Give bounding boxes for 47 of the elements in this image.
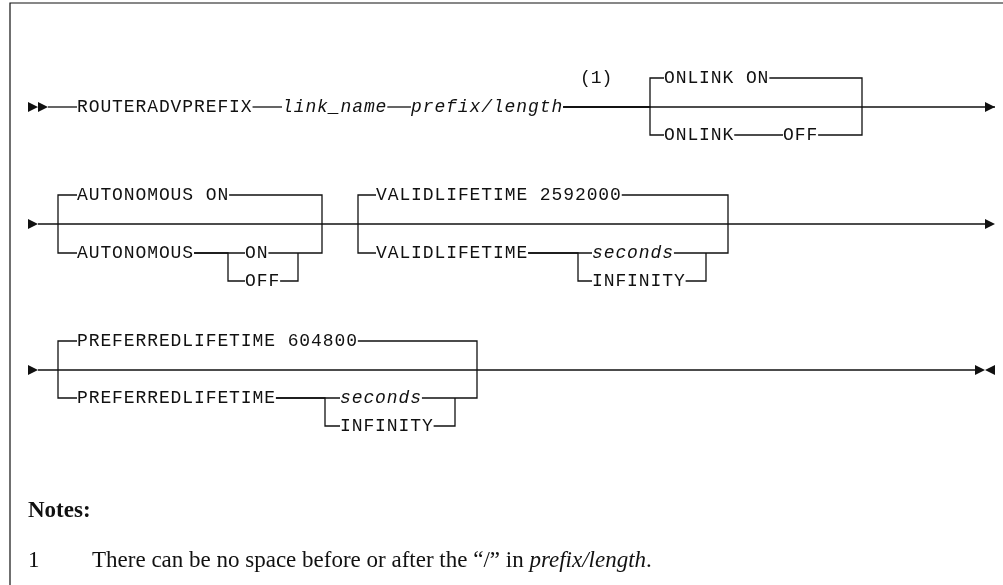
connector-line xyxy=(768,77,863,108)
connector-line xyxy=(267,223,323,254)
syntax-variable: prefix/length xyxy=(411,97,564,117)
syntax-variable: seconds xyxy=(340,388,422,408)
syntax-keyword: OFF xyxy=(245,271,281,291)
connector-line xyxy=(357,194,377,225)
connector-line xyxy=(386,106,412,108)
connector-line xyxy=(193,252,246,282)
syntax-keyword: ON xyxy=(245,243,269,263)
connector-line xyxy=(421,369,478,399)
syntax-keyword: INFINITY xyxy=(340,416,434,436)
syntax-keyword: AUTONOMOUS xyxy=(77,243,195,263)
syntax-keyword: AUTONOMOUS ON xyxy=(77,185,230,205)
connector-line xyxy=(621,194,729,225)
syntax-keyword: ROUTERADVPREFIX xyxy=(77,97,253,117)
connector-line xyxy=(228,194,323,225)
connector-line xyxy=(733,134,784,136)
connector-line xyxy=(357,223,377,254)
connector-line xyxy=(57,369,78,399)
connector-line xyxy=(57,340,78,371)
connector-line xyxy=(673,223,729,254)
connector-line xyxy=(817,106,863,136)
connector-line xyxy=(527,252,593,282)
connector-line xyxy=(433,397,456,427)
connector-line xyxy=(57,106,78,108)
syntax-keyword: VALIDLIFETIME 2592000 xyxy=(376,185,622,205)
syntax-keyword: VALIDLIFETIME xyxy=(376,243,529,263)
connector-line xyxy=(57,194,78,225)
connector-line xyxy=(357,340,478,371)
syntax-keyword: ONLINK xyxy=(664,125,735,145)
connector-line xyxy=(57,223,78,254)
connector-line xyxy=(685,252,707,282)
footnote-text: There can be no space before or after the “/” in prefix/length. xyxy=(92,547,652,573)
syntax-keyword: PREFERREDLIFETIME 604800 xyxy=(77,331,358,351)
connector-line xyxy=(562,106,665,136)
syntax-keyword: PREFERREDLIFETIME xyxy=(77,388,276,408)
syntax-variable: seconds xyxy=(592,243,674,263)
connector-line xyxy=(279,252,299,282)
syntax-keyword: INFINITY xyxy=(592,271,686,291)
syntax-keyword: ONLINK ON xyxy=(664,68,770,88)
footnote-number: 1 xyxy=(28,547,40,573)
notes-heading: Notes: xyxy=(28,497,91,523)
syntax-variable: link_name xyxy=(282,97,388,117)
connector-line xyxy=(275,397,341,427)
footnote-reference: (1) xyxy=(580,68,613,88)
syntax-keyword: OFF xyxy=(783,125,819,145)
connector-line xyxy=(251,106,283,108)
